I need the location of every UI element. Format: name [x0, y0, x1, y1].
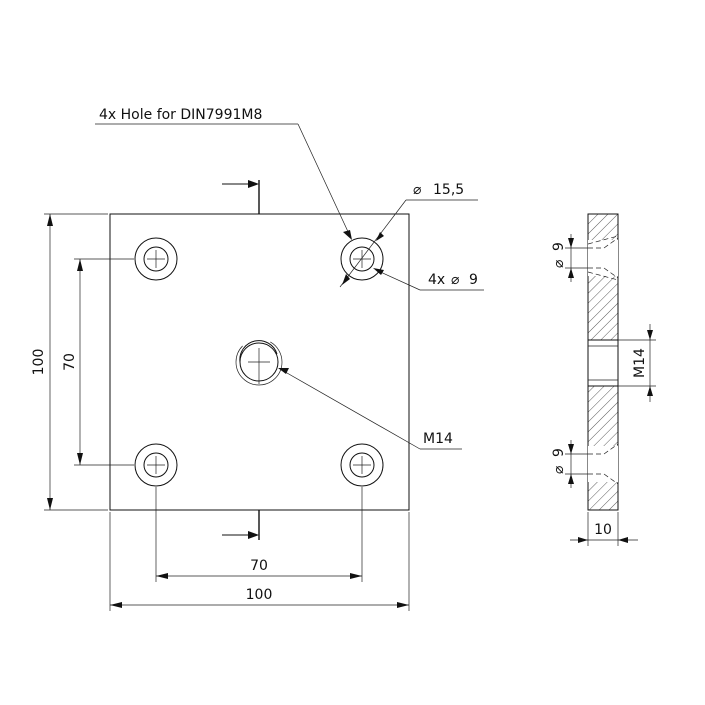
dim-side-dia-top: ⌀ 9 [551, 234, 588, 282]
front-view: 4x Hole for DIN7991M8 ⌀ 15,5 4x ⌀ 9 M14 [31, 107, 484, 611]
leader-counterbore: ⌀ 15,5 [339, 182, 478, 288]
dim-height-pitch: 70 [62, 258, 134, 466]
dim-width-total-label: 100 [246, 587, 273, 603]
dim-height-total-label: 100 [31, 349, 47, 376]
hole-dia-value: 9 [469, 272, 478, 288]
hole-top-right [340, 237, 384, 281]
section-marker-top [222, 180, 260, 214]
side-dia-top-symbol: ⌀ [551, 259, 567, 268]
dim-width-total: 100 [109, 512, 410, 611]
side-dia-top-label: 9 [551, 242, 567, 251]
diameter-symbol-counterbore: ⌀ [413, 182, 422, 198]
section-thread-gap [587, 339, 619, 387]
leader-hole-dia: 4x ⌀ 9 [373, 268, 484, 291]
dim-height-total: 100 [31, 213, 108, 511]
side-thickness-label: 10 [594, 522, 612, 538]
leader-thread: M14 [278, 368, 462, 450]
side-dia-bottom-label: 9 [551, 448, 567, 457]
hole-callout-label: 4x Hole for DIN7991M8 [99, 107, 262, 123]
section-hole-top [587, 235, 619, 281]
diameter-symbol-hole: ⌀ [451, 272, 460, 288]
hole-bottom-left [134, 443, 178, 487]
counterbore-dia-label: 15,5 [433, 182, 464, 198]
dim-side-dia-bottom: ⌀ 9 [551, 440, 588, 488]
thread-hole-center [235, 338, 283, 386]
section-body-top [587, 213, 619, 341]
section-hole-bottom [588, 443, 619, 485]
hole-top-left [134, 237, 178, 281]
hole-bottom-right [340, 443, 384, 487]
hole-dia-prefix: 4x [428, 272, 445, 288]
side-thread-label: M14 [632, 348, 648, 378]
thread-label: M14 [423, 431, 453, 447]
section-marker-bottom [222, 510, 260, 540]
dim-width-pitch-label: 70 [250, 558, 268, 574]
dim-side-thread: M14 [618, 324, 656, 402]
leader-hole-callout: 4x Hole for DIN7991M8 [95, 107, 352, 240]
dim-side-thickness: 10 [570, 512, 638, 546]
side-view: ⌀ 9 ⌀ 9 M14 10 [551, 213, 656, 546]
dim-height-pitch-label: 70 [62, 353, 78, 371]
dim-width-pitch: 70 [155, 487, 363, 582]
side-dia-bottom-symbol: ⌀ [551, 465, 567, 474]
